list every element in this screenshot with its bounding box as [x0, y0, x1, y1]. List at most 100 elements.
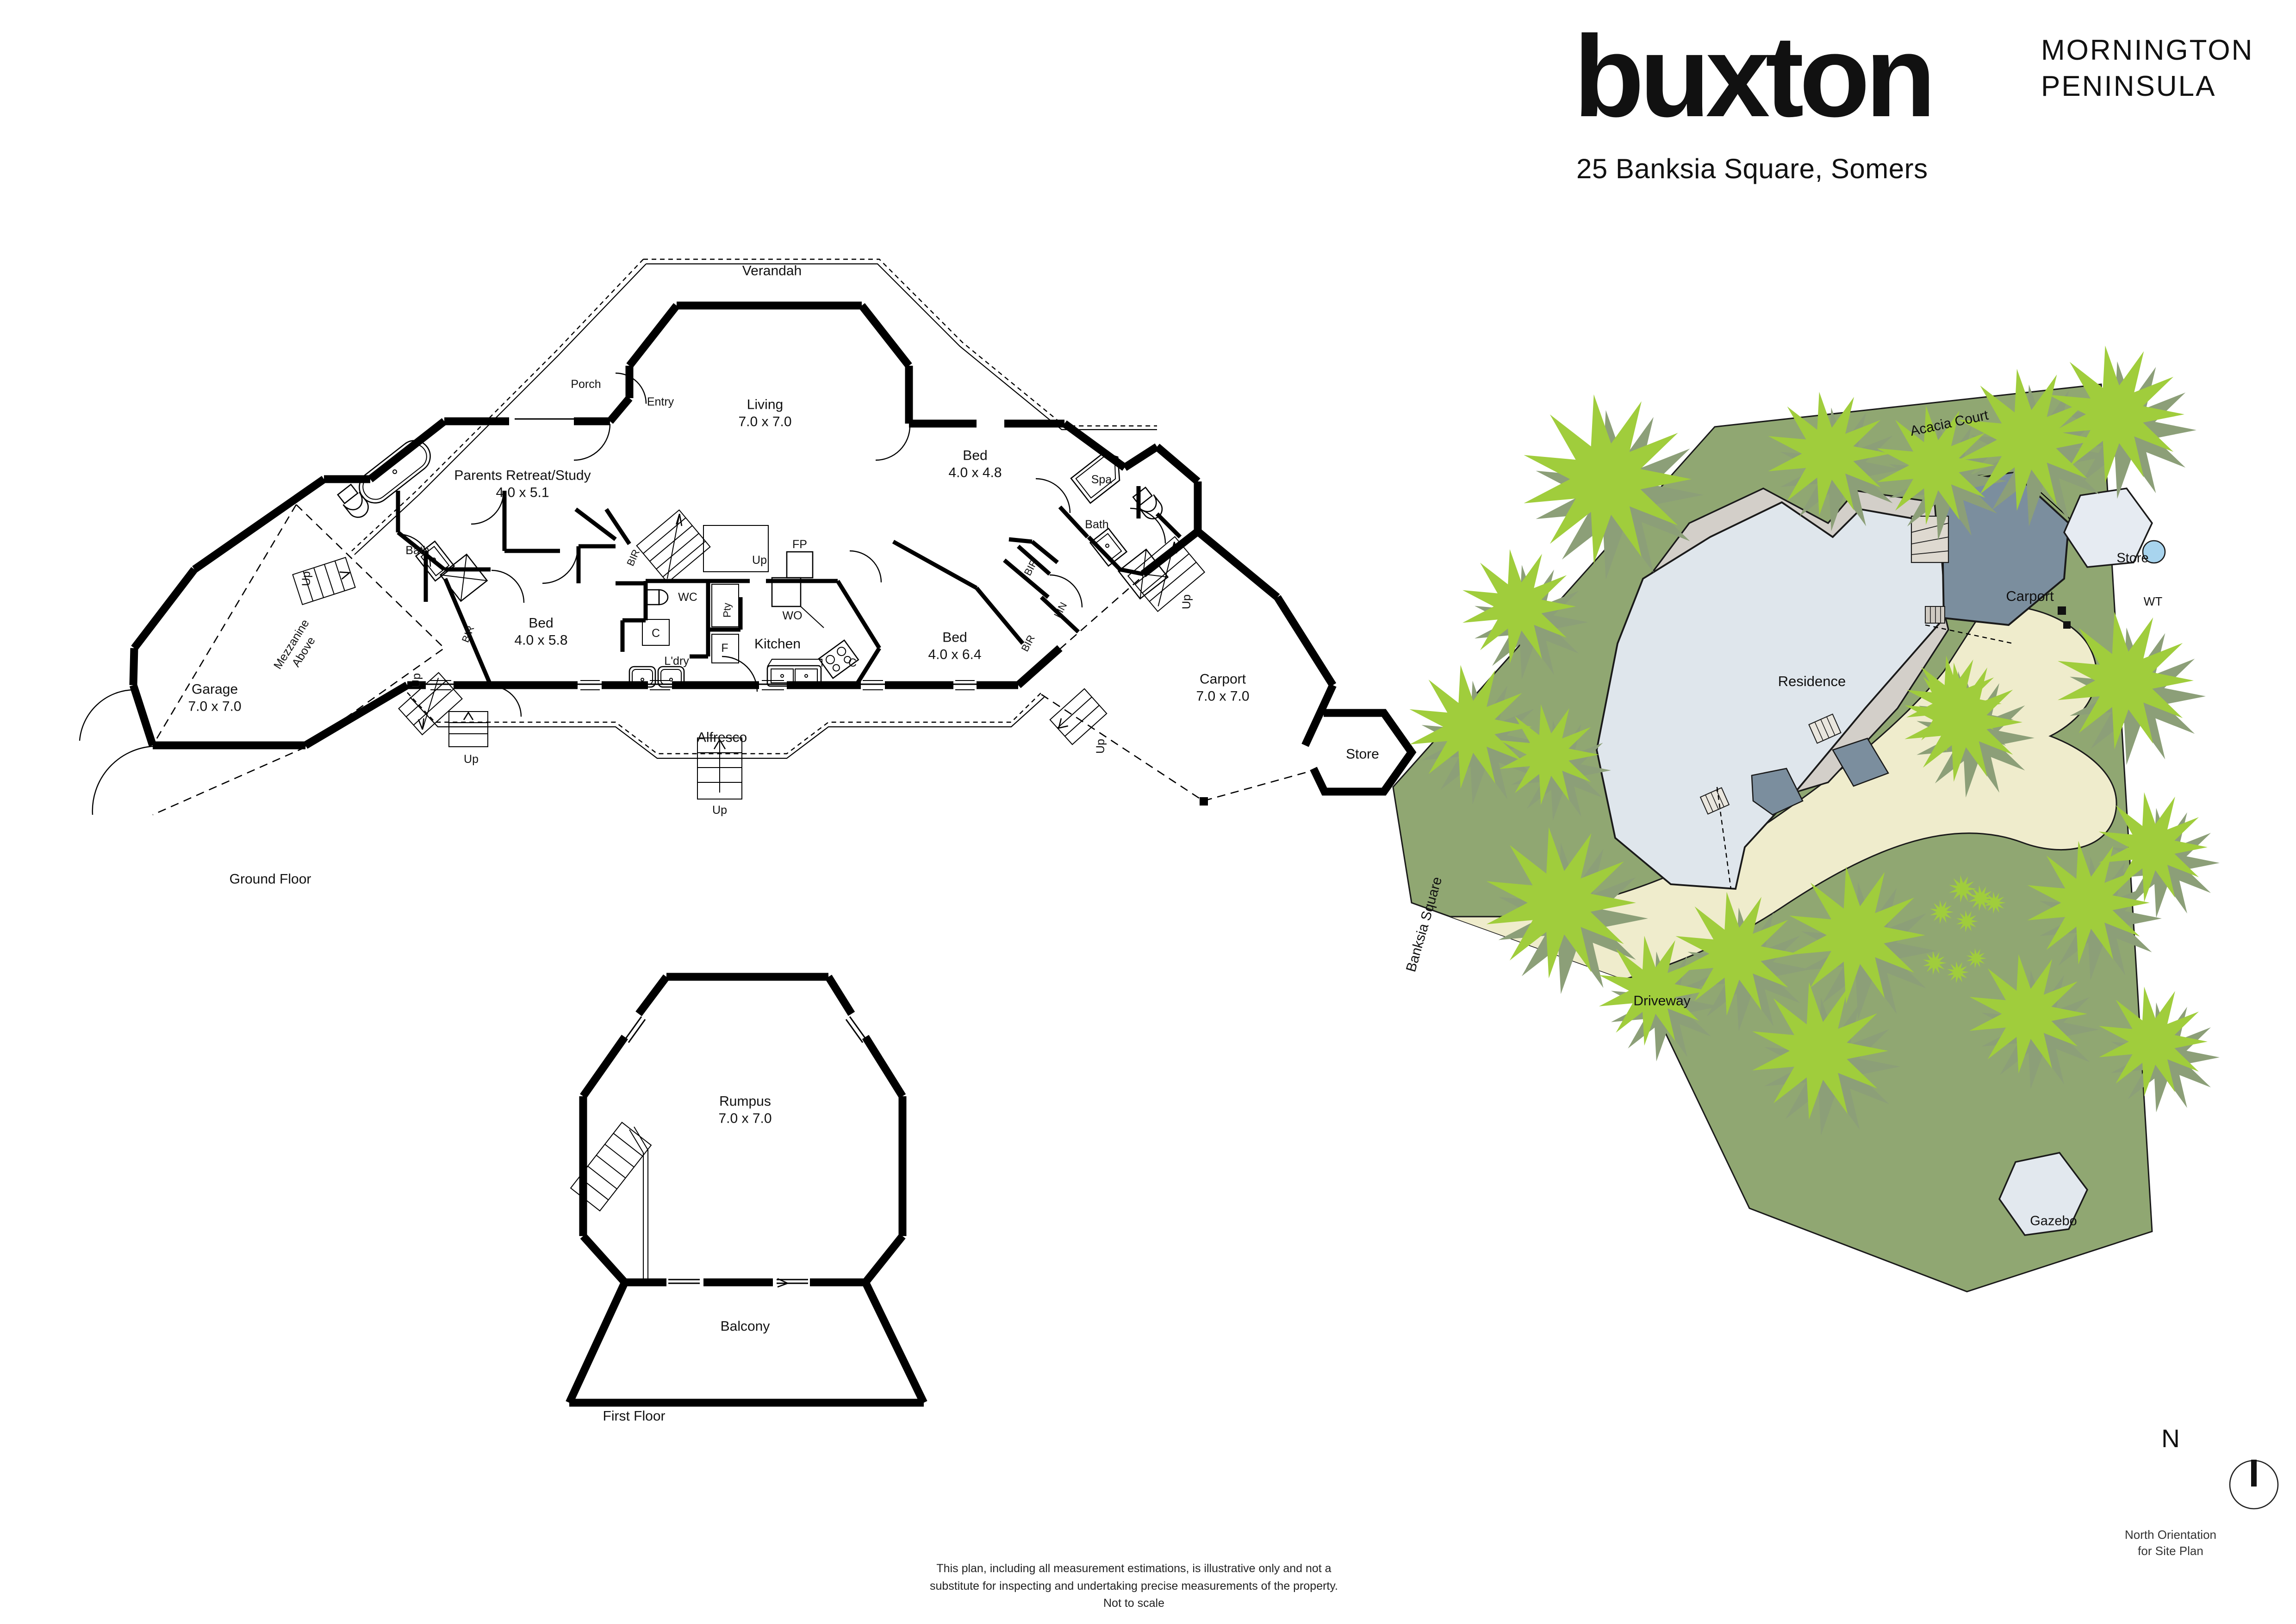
- tree-canopy: [2027, 841, 2150, 965]
- room-label-garage: Garage: [191, 681, 238, 697]
- room-label-wc: WC: [678, 590, 697, 604]
- stair-label-up-garage: Up: [299, 571, 313, 586]
- outbuilding-lower: [1751, 768, 1804, 816]
- tree-canopy: [1789, 866, 1925, 1004]
- tree-canopy: [1877, 406, 1995, 525]
- room-dim-carport: 7.0 x 7.0: [1196, 688, 1250, 704]
- disclaimer-line-1: This plan, including all measurement est…: [936, 1562, 1332, 1575]
- room-label-living: Living: [747, 397, 784, 412]
- rumpus-glazing: [624, 1016, 867, 1284]
- tree-canopy: [2058, 612, 2194, 750]
- north-letter: N: [2161, 1424, 2180, 1453]
- tree-canopy: [2048, 345, 2184, 483]
- tree-canopy: [1969, 954, 2087, 1074]
- room-label-wall-oven: WO: [782, 609, 803, 622]
- tree-canopy: [1958, 369, 2099, 511]
- north-caption-line-1: North Orientation: [2125, 1528, 2216, 1542]
- room-label-bath-right: Bath: [1085, 518, 1109, 531]
- room-label-parents-retreat: Parents Retreat/Study: [454, 468, 591, 483]
- brand-header: buxton MORNINGTON PENINSULA 25 Banksia S…: [1574, 19, 2268, 204]
- ground-floor-drawing: [79, 258, 1417, 816]
- exterior-walls: [129, 301, 1337, 750]
- tree-canopy: [1675, 892, 1798, 1016]
- room-label-pantry: Pty: [721, 603, 733, 618]
- tree-canopy: [1956, 910, 1978, 932]
- room-dim-bed-left: 4.0 x 5.8: [514, 632, 568, 648]
- tree-canopy: [1486, 827, 1636, 979]
- room-label-alfresco: Alfresco: [697, 730, 747, 745]
- store-outline: [1310, 709, 1417, 796]
- tree-canopy: [2098, 792, 2208, 902]
- rumpus-stairs: [570, 1122, 790, 1288]
- site-label-carport: Carport: [2006, 588, 2054, 605]
- ground-floor-title: Ground Floor: [229, 871, 311, 887]
- stairs: [292, 509, 1206, 800]
- room-label-fridge: F: [721, 641, 728, 655]
- residence-shape: [1596, 501, 1947, 890]
- property-address: 25 Banksia Square, Somers: [1576, 153, 1928, 184]
- outbuilding-upper: [1832, 737, 1889, 787]
- trees: [1409, 345, 2220, 1136]
- north-caption: North Orientation for Site Plan: [2055, 1527, 2286, 1559]
- room-label-porch: Porch: [571, 377, 601, 391]
- disclaimer-text: This plan, including all measurement est…: [856, 1560, 1412, 1612]
- tree-canopy: [2098, 987, 2208, 1097]
- site-label-driveway: Driveway: [1633, 993, 1691, 1009]
- stair-label-up-right: Up: [1094, 739, 1107, 754]
- tree-canopy: [1966, 948, 1986, 968]
- window-marks: [430, 680, 975, 690]
- north-caption-line-2: for Site Plan: [2138, 1544, 2203, 1558]
- brand-region-line1: MORNINGTON: [2041, 34, 2254, 66]
- tree-canopy: [1409, 665, 1532, 789]
- disclaimer-line-3: Not to scale: [1103, 1597, 1164, 1610]
- room-label-spa: Spa: [1091, 473, 1112, 486]
- buxton-logo: buxton: [1574, 12, 1936, 141]
- site-plan-drawing: [1392, 345, 2220, 1293]
- stair-label-up-living: Up: [752, 553, 767, 567]
- window-glazing: [199, 366, 1201, 685]
- fixtures: [336, 440, 1169, 688]
- tree-canopy: [1947, 961, 1969, 983]
- room-dim-bed-upper-right: 4.0 x 4.8: [948, 465, 1002, 481]
- interior-walls: [396, 486, 1182, 687]
- tree-canopy: [1768, 392, 1891, 516]
- tree-canopy: [1968, 885, 1994, 911]
- room-label-carport: Carport: [1199, 671, 1246, 687]
- room-label-entry: Entry: [647, 395, 674, 408]
- compass-icon: [2229, 1460, 2279, 1510]
- room-label-fireplace: FP: [792, 537, 807, 551]
- tree-canopy: [1984, 892, 2006, 914]
- room-dim-parents-retreat: 4.0 x 5.1: [496, 485, 549, 500]
- room-label-balcony: Balcony: [720, 1318, 770, 1334]
- stair-label-up-alfresco-centre: Up: [712, 803, 727, 817]
- tree-canopy: [1949, 875, 1976, 903]
- site-store-shape: [2063, 487, 2153, 568]
- site-label-gazebo: Gazebo: [2030, 1213, 2077, 1229]
- room-label-bath-left: Bath: [405, 543, 429, 557]
- tree-canopy: [1462, 549, 1576, 664]
- room-label-rumpus: Rumpus: [719, 1093, 771, 1109]
- room-label-verandah: Verandah: [742, 263, 802, 279]
- room-label-bed-left: Bed: [529, 615, 554, 631]
- tree-canopy: [1752, 982, 1888, 1120]
- room-label-bed-upper-right: Bed: [963, 448, 988, 463]
- tree-canopy: [1906, 656, 2002, 752]
- tree-canopy: [1499, 704, 1599, 805]
- rumpus-walls: [566, 973, 927, 1407]
- room-dim-rumpus: 7.0 x 7.0: [718, 1111, 772, 1126]
- gazebo-shape: [1998, 1152, 2088, 1236]
- north-orientation: N North Orientation for Site Plan: [2055, 1426, 2286, 1559]
- room-label-kitchen: Kitchen: [754, 636, 801, 652]
- site-label-residence: Residence: [1778, 673, 1846, 690]
- room-label-laundry: L'dry: [664, 654, 689, 668]
- site-label-store: Store: [2116, 550, 2149, 566]
- alfresco-outline: [152, 504, 1314, 816]
- stair-label-up-carport: Up: [1180, 594, 1193, 609]
- door-swings: [79, 372, 1166, 815]
- brand-region-line2: PENINSULA: [2041, 70, 2216, 102]
- deck-steps: [1699, 713, 1842, 815]
- room-dim-living: 7.0 x 7.0: [738, 414, 792, 430]
- tree-canopy: [1930, 900, 1954, 924]
- room-label-store-plan: Store: [1346, 746, 1379, 762]
